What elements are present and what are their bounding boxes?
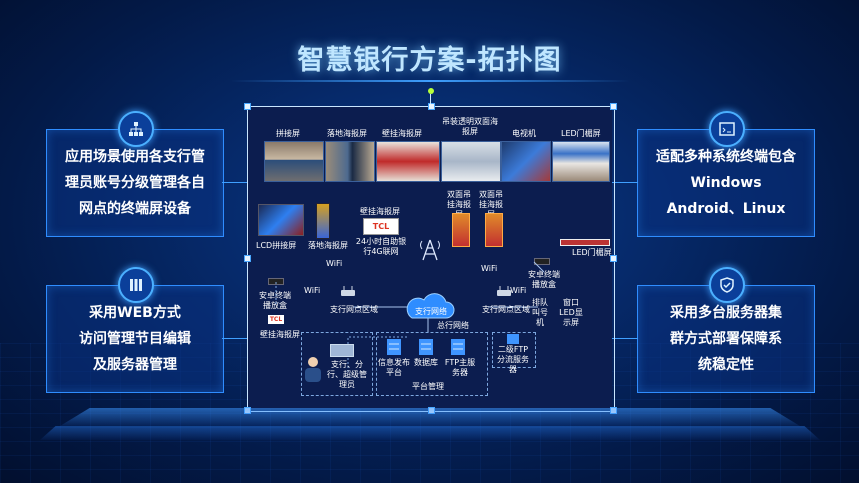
- photo-floor-poster: [325, 141, 375, 182]
- label-database: 数据库: [414, 358, 438, 367]
- resize-handle[interactable]: [244, 255, 251, 262]
- label-android-left: 安卓终端播放盒: [259, 291, 291, 310]
- sitemap-icon: [118, 111, 154, 147]
- floor-poster-device: [316, 203, 330, 239]
- feature-line: Android、Linux: [666, 201, 786, 217]
- ftp-secondary-icon: [507, 334, 519, 344]
- feature-line: 应用场景使用各支行管: [65, 149, 205, 165]
- server-icon: [387, 339, 401, 355]
- label-net-cloud: 支行网络: [415, 307, 447, 316]
- photo-wall-poster: [376, 141, 440, 182]
- feature-box-server-cluster: 采用多台服务器集 群方式部署保障系 统稳定性: [637, 285, 815, 393]
- photo-hang-poster: [441, 141, 501, 182]
- server-rack-icon: [118, 267, 154, 303]
- resize-handle[interactable]: [428, 103, 435, 110]
- label-wall-poster: 壁挂海报屏: [360, 207, 400, 216]
- led-strip-device: [560, 239, 610, 246]
- feature-line: 及服务器管理: [93, 357, 177, 373]
- stage-platform-base: [40, 426, 820, 440]
- photo-label-led: LED门楣屏: [561, 129, 601, 138]
- photo-splice-screen: [264, 141, 324, 182]
- tcl-screen-device: TCL: [363, 218, 399, 235]
- label-hq-net: 总行网络: [437, 321, 469, 330]
- terminal-window-icon: [709, 111, 745, 147]
- feature-box-multi-system: 适配多种系统终端包含 Windows Android、Linux: [637, 129, 815, 237]
- network-cloud-icon: [406, 293, 455, 319]
- photo-tv: [501, 141, 551, 182]
- photo-label-floor: 落地海报屏: [327, 129, 367, 138]
- photo-led: [552, 141, 610, 182]
- label-window-led: 窗口LED显示屏: [559, 298, 583, 327]
- label-4g-note: 24小时自助银行4G联网: [355, 237, 407, 256]
- laptop-device: [330, 344, 354, 357]
- photo-label-hang: 吊装透明双面海报屏: [442, 117, 498, 136]
- label-platform-mgmt: 平台管理: [412, 382, 444, 391]
- ftp-secondary-group: [492, 332, 536, 368]
- label-lcd: LCD拼接屏: [256, 241, 297, 250]
- label-floor-poster: 落地海报屏: [308, 241, 348, 250]
- resize-handle[interactable]: [610, 103, 617, 110]
- label-branch-left: 支行网点区域: [330, 305, 378, 314]
- feature-line: Windows: [690, 175, 762, 191]
- label-info-platform: 信息发布平台: [378, 358, 410, 377]
- connector-line: [612, 182, 638, 183]
- feature-line: 网点的终端屏设备: [79, 201, 191, 217]
- feature-line: 理员账号分级管理各自: [65, 175, 205, 191]
- connector-line: [222, 182, 248, 183]
- title-underline: [230, 80, 630, 82]
- feature-box-web-management: 采用WEB方式 访问管理节目编辑 及服务器管理: [46, 285, 224, 393]
- shield-check-icon: [709, 267, 745, 303]
- label-queue: 排队叫号机: [532, 298, 548, 327]
- admin-group: [301, 332, 373, 396]
- page-title: 智慧银行方案-拓扑图: [297, 45, 562, 76]
- photo-label-tv: 电视机: [512, 129, 536, 138]
- label-wifi: WiFi: [510, 286, 527, 295]
- label-branch-right: 支行网点区域: [482, 305, 530, 314]
- feature-line: 统稳定性: [698, 357, 754, 373]
- tcl-small-device: TCL: [268, 315, 284, 324]
- router-icon: [341, 286, 355, 296]
- label-wall-poster-small: 壁挂海报屏: [260, 330, 300, 339]
- feature-line: 采用WEB方式: [89, 305, 181, 321]
- feature-box-branch-management: 应用场景使用各支行管 理员账号分级管理各自 网点的终端屏设备: [46, 129, 224, 237]
- label-wifi: WiFi: [481, 264, 498, 273]
- label-wifi: WiFi: [326, 259, 343, 268]
- database-icon: [419, 339, 433, 355]
- android-box-left: [268, 278, 284, 285]
- feature-line: 适配多种系统终端包含: [656, 149, 796, 165]
- rotate-handle[interactable]: [428, 88, 434, 94]
- hang-poster-device-1: [452, 213, 470, 247]
- ftp-server-icon: [451, 339, 465, 355]
- lcd-splice-device: [258, 204, 304, 236]
- label-admin: 支行、分行、超级管理员: [327, 360, 367, 389]
- android-box-right: [534, 258, 550, 265]
- resize-handle[interactable]: [610, 255, 617, 262]
- label-ftp-secondary: 二级FTP分流服务器: [497, 345, 529, 374]
- connector-line: [222, 338, 248, 339]
- resize-handle[interactable]: [244, 103, 251, 110]
- connector-line: [612, 338, 638, 339]
- feature-line: 群方式部署保障系: [670, 331, 782, 347]
- stage-platform: [60, 408, 800, 426]
- label-android-right: 安卓终端播放盒: [528, 270, 560, 289]
- router-icon: [497, 286, 511, 296]
- cell-tower-icon: [420, 239, 440, 261]
- feature-line: 采用多台服务器集: [670, 305, 782, 321]
- rotate-handle-stem: [430, 94, 431, 104]
- photo-label-splice: 拼接屏: [276, 129, 300, 138]
- feature-line: 访问管理节目编辑: [79, 331, 191, 347]
- admin-person-icon: [305, 357, 321, 382]
- photo-label-wall: 壁挂海报屏: [382, 129, 422, 138]
- label-ftp-main: FTP主服务器: [444, 358, 476, 377]
- hang-poster-device-2: [485, 213, 503, 247]
- label-wifi: WiFi: [304, 286, 321, 295]
- platform-group: [376, 332, 488, 396]
- label-led: LED门楣屏: [572, 248, 612, 257]
